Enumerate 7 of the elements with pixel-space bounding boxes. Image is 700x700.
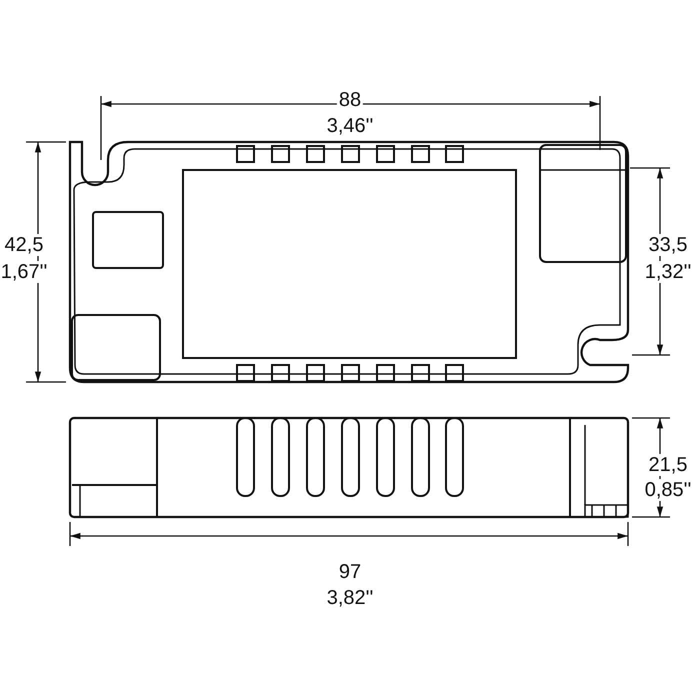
dimension-label: 0,85'' — [642, 479, 694, 501]
dimension-label: 21,5 — [646, 454, 690, 476]
dimension-label: 33,5 — [646, 234, 690, 256]
dimension-label: 42,5 — [2, 234, 46, 256]
dimension-label: 1,67'' — [0, 261, 50, 283]
dimension-label: 3,82'' — [324, 587, 376, 609]
dimension-label: 3,46'' — [324, 115, 376, 137]
